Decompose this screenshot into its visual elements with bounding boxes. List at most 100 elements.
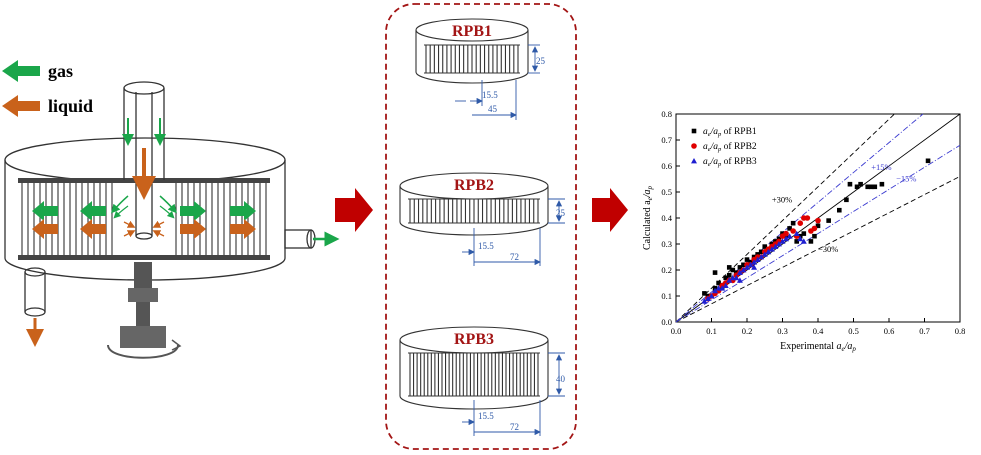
data-point-rpb1 <box>826 218 831 223</box>
data-point-rpb3 <box>768 246 775 252</box>
legend-marker-1 <box>691 128 697 134</box>
rotation-arrow-icon <box>107 344 179 359</box>
data-point-rpb3 <box>772 243 779 249</box>
data-point-rpb1 <box>741 262 746 268</box>
y-tick-label: 0.3 <box>661 239 672 249</box>
data-point-rpb1 <box>737 265 743 270</box>
x-tick-label: 0.0 <box>671 326 682 336</box>
x-tick-label: 0.5 <box>848 326 859 336</box>
data-point-rpb1 <box>730 267 736 273</box>
transition-arrow-2-icon <box>592 188 628 232</box>
data-point-rpb3 <box>719 285 726 291</box>
x-tick-label: 0.3 <box>777 326 788 336</box>
data-point-rpb3 <box>751 259 758 265</box>
rpb3-drawing <box>399 326 549 410</box>
data-point-rpb1 <box>801 231 807 236</box>
data-point-rpb2 <box>811 225 818 232</box>
rpb1-title: RPB1 <box>452 23 492 40</box>
y-axis-label: Calculated ae/ap <box>642 185 654 250</box>
data-point-rpb1 <box>865 184 870 190</box>
rpb3-height-label: 40 <box>556 374 566 384</box>
data-point-rpb1 <box>758 249 764 255</box>
data-point-rpb3 <box>733 274 740 281</box>
data-point-rpb3 <box>726 277 733 283</box>
legend-marker-3 <box>691 158 697 164</box>
y-tick-label: 0.6 <box>661 161 672 171</box>
rpb1-dimensions <box>455 44 540 120</box>
data-point-rpb1 <box>879 181 885 187</box>
rpb3-inner-label: 15.5 <box>478 411 494 421</box>
packing-bars-left <box>21 183 113 255</box>
data-point-rpb2 <box>804 215 811 221</box>
flow-legend: gas liquid <box>2 60 93 117</box>
rpb1-inner-label: 15.5 <box>482 90 498 100</box>
data-point-rpb1 <box>762 244 768 249</box>
data-point-rpb1 <box>844 197 849 203</box>
rpb3-outer-label: 72 <box>510 422 519 432</box>
rpb2-inner-label: 15.5 <box>478 241 494 251</box>
data-point-rpb3 <box>740 267 747 273</box>
data-point-rpb2 <box>790 228 796 234</box>
y-tick-label: 0.1 <box>661 291 672 301</box>
gas-outlet-pipe <box>284 229 312 249</box>
y-tick-label: 0.4 <box>661 213 672 223</box>
data-point-rpb1 <box>716 280 721 286</box>
rpb1-drawing <box>415 18 529 84</box>
data-point-rpb3 <box>708 293 715 299</box>
x-tick-label: 0.7 <box>919 326 930 336</box>
data-point-rpb3 <box>712 287 719 294</box>
rpb2-dimensions <box>462 198 565 266</box>
data-point-rpb2 <box>815 217 821 224</box>
data-point-rpb1 <box>925 158 931 164</box>
data-point-rpb3 <box>783 235 790 242</box>
data-point-rpb1 <box>812 233 817 239</box>
data-point-rpb1 <box>790 220 796 226</box>
x-tick-label: 0.6 <box>884 326 895 336</box>
rpb2-outer-label: 72 <box>510 252 519 262</box>
data-point-rpb1 <box>872 184 878 190</box>
data-point-rpb3 <box>747 261 754 268</box>
motor <box>120 326 166 348</box>
rpb3-dimensions <box>462 352 565 436</box>
rpb2-drawing <box>399 172 549 236</box>
liquid-arrow-icon <box>2 95 40 117</box>
data-point-rpb1 <box>726 272 732 278</box>
data-point-rpb3 <box>701 298 708 304</box>
annotation-plus15: +15% <box>871 162 891 172</box>
x-tick-label: 0.4 <box>813 326 824 336</box>
y-tick-label: 0.5 <box>661 187 672 197</box>
plus30-line <box>675 113 895 323</box>
data-point-rpb3 <box>754 256 761 262</box>
data-point-rpb3 <box>797 235 804 242</box>
data-point-rpb3 <box>775 241 782 247</box>
data-point-rpb3 <box>765 248 772 255</box>
data-point-rpb1 <box>815 223 821 229</box>
data-point-rpb1 <box>794 239 799 244</box>
data-point-rpb3 <box>736 277 743 283</box>
legend-entry-2: ae/ap of RPB2 <box>703 141 757 153</box>
data-point-rpb1 <box>854 184 860 190</box>
data-point-rpb3 <box>800 238 807 244</box>
data-point-rpb1 <box>744 257 750 262</box>
annotation-minus15: −15% <box>896 174 916 184</box>
y-tick-label: 0.8 <box>661 109 672 119</box>
rpb1-height-label: 25 <box>536 56 546 66</box>
annotation-minus30: −30% <box>818 244 838 254</box>
data-point-rpb1 <box>868 184 874 190</box>
data-point-rpb1 <box>787 226 792 231</box>
rpb-panel-frame <box>385 3 577 450</box>
data-point-rpb3 <box>751 264 758 270</box>
data-point-rpb3 <box>722 282 729 288</box>
data-point-rpb1 <box>858 181 863 187</box>
plus15-line <box>675 113 924 323</box>
data-point-rpb1 <box>837 207 842 213</box>
data-point-rpb3 <box>786 233 793 239</box>
x-tick-label: 0.8 <box>955 326 966 336</box>
data-point-rpb2 <box>783 230 789 237</box>
minus15-line <box>675 144 961 323</box>
data-point-rpb1 <box>702 291 707 296</box>
rpb2-height-label: 25 <box>556 208 566 218</box>
legend-marker-2 <box>691 143 697 149</box>
